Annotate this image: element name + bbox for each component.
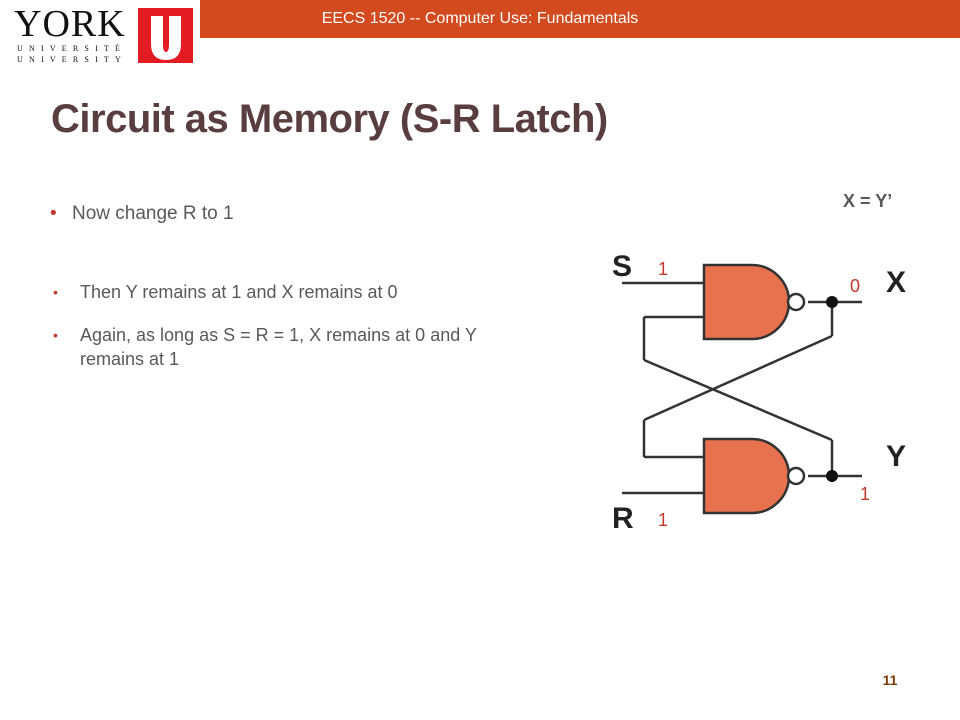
bullet-now-change-r: • Now change R to 1 <box>50 202 234 226</box>
logo-universite: UNIVERSITÉ <box>17 44 127 53</box>
inversion-bubble-top <box>786 292 806 312</box>
value-x: 0 <box>850 276 860 296</box>
label-x: X <box>886 266 906 299</box>
label-s: S <box>612 250 632 283</box>
york-u-shape <box>151 16 181 60</box>
wire-cross-b <box>643 334 833 422</box>
bullet-text: Now change R to 1 <box>72 203 234 224</box>
page-number: 11 <box>882 672 898 688</box>
sr-latch-diagram: S X Y R 1 0 1 1 <box>612 250 906 535</box>
logo-university: UNIVERSITY <box>17 55 127 64</box>
nand-gate-bottom <box>702 437 791 515</box>
bullet-dot: • <box>53 284 58 300</box>
wire-cross-a <box>643 358 833 442</box>
bullet-dot: • <box>50 203 57 224</box>
bullet-y-remains: • Then Y remains at 1 and X remains at 0 <box>53 280 398 304</box>
junction-dot-y <box>826 470 838 482</box>
value-y: 1 <box>860 484 870 504</box>
label-r: R <box>612 502 634 535</box>
nand-gate-top <box>702 263 791 341</box>
junction-dot-x <box>826 296 838 308</box>
value-r: 1 <box>658 510 668 530</box>
equation-x-equals-y-prime: X = Y’ <box>843 191 893 211</box>
bullet-text: Again, as long as S = R = 1, X remains a… <box>80 325 477 369</box>
bullet-as-long-as: • Again, as long as S = R = 1, X remains… <box>53 323 540 371</box>
label-y: Y <box>886 440 906 473</box>
york-u-mark <box>151 16 181 60</box>
bullet-dot: • <box>53 327 58 343</box>
bullet-text: Then Y remains at 1 and X remains at 0 <box>80 282 398 302</box>
course-title: EECS 1520 -- Computer Use: Fundamentals <box>321 10 639 27</box>
value-s: 1 <box>658 259 668 279</box>
york-u-icon <box>138 8 193 63</box>
slide-title: Circuit as Memory (S-R Latch) <box>51 97 608 141</box>
york-university-logo: YORK UNIVERSITÉ UNIVERSITY <box>0 0 200 74</box>
logo-wordmark: YORK <box>14 3 126 45</box>
inversion-bubble-bottom <box>786 466 806 486</box>
